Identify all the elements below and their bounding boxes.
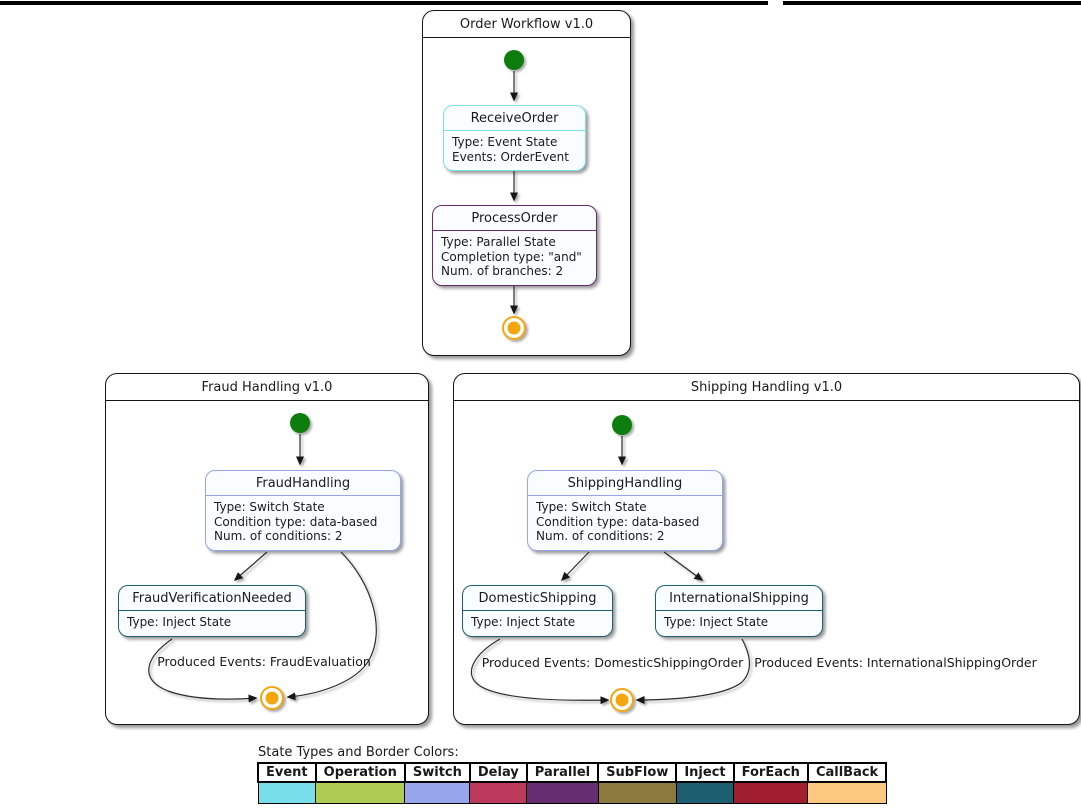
legend-header: ForEach <box>732 762 809 783</box>
state-detail: Condition type: data-based <box>214 514 378 529</box>
legend-header: Delay <box>468 762 528 783</box>
state-detail: Condition type: data-based <box>536 514 700 529</box>
state-detail: Type: Switch State <box>536 500 647 514</box>
state-detail: Events: OrderEvent <box>452 149 569 164</box>
workflow-title: Order Workflow v1.0 <box>423 11 630 38</box>
top-horizontal-rule-left <box>0 1 768 5</box>
legend-header: CallBack <box>806 762 888 783</box>
legend-swatch-delay <box>469 781 528 804</box>
legend-header: Event <box>257 762 317 783</box>
state-detail: Num. of conditions: 2 <box>214 529 343 543</box>
legend-swatch-inject <box>675 781 735 804</box>
state-shippinghandling: ShippingHandling Type: Switch State Cond… <box>527 470 723 551</box>
state-detail: Type: Inject State <box>664 615 769 629</box>
legend-header: Parallel <box>525 762 600 783</box>
legend-swatch-parallel <box>526 781 599 804</box>
legend-swatch-subflow <box>597 781 677 804</box>
state-detail: Num. of branches: 2 <box>441 264 564 278</box>
state-detail: Num. of conditions: 2 <box>536 529 665 543</box>
legend-swatch-callback <box>807 781 887 804</box>
legend-swatch-row <box>257 781 887 804</box>
legend-header: SubFlow <box>597 762 678 783</box>
legend-swatch-event <box>257 781 317 804</box>
workflow-box-order: Order Workflow v1.0 <box>422 10 631 356</box>
edge-label-fraudevaluation: Produced Events: FraudEvaluation <box>157 654 371 669</box>
workflow-title: Fraud Handling v1.0 <box>106 374 428 401</box>
legend-header: Operation <box>314 762 406 783</box>
state-title: InternationalShipping <box>669 591 809 606</box>
state-detail: Completion type: "and" <box>441 249 582 264</box>
workflow-title: Shipping Handling v1.0 <box>454 374 1079 401</box>
state-domesticshipping: DomesticShipping Type: Inject State <box>462 585 613 637</box>
state-title: ProcessOrder <box>471 211 558 226</box>
state-body: Type: Switch State Condition type: data-… <box>528 495 722 550</box>
state-receiveorder: ReceiveOrder Type: Event State Events: O… <box>443 105 586 171</box>
state-title: ReceiveOrder <box>470 111 559 126</box>
legend-swatch-operation <box>315 781 406 804</box>
state-detail: Type: Parallel State <box>441 235 556 249</box>
state-fraudverificationneeded: FraudVerificationNeeded Type: Inject Sta… <box>118 585 306 637</box>
legend-table: Event Operation Switch Delay Parallel Su… <box>257 762 888 804</box>
state-internationalshipping: InternationalShipping Type: Inject State <box>655 585 823 637</box>
legend-header: Switch <box>403 762 471 783</box>
state-title: FraudVerificationNeeded <box>132 591 292 606</box>
state-body: Type: Parallel State Completion type: "a… <box>433 230 596 285</box>
legend-swatch-switch <box>404 781 471 804</box>
state-detail: Type: Inject State <box>127 615 232 629</box>
state-detail: Type: Inject State <box>471 615 576 629</box>
state-detail: Type: Event State <box>452 135 558 149</box>
state-detail: Type: Switch State <box>214 500 325 514</box>
state-body: Type: Event State Events: OrderEvent <box>444 130 585 170</box>
state-title: DomesticShipping <box>478 591 597 606</box>
state-body: Type: Inject State <box>463 610 612 636</box>
edge-label-domesticshippingorder: Produced Events: DomesticShippingOrder <box>481 655 744 670</box>
top-horizontal-rule-right <box>783 1 1081 5</box>
edge-label-internationalshippingorder: Produced Events: InternationalShippingOr… <box>754 655 1037 670</box>
legend-header: Inject <box>675 762 735 783</box>
state-title: FraudHandling <box>255 476 351 491</box>
legend-caption: State Types and Border Colors: <box>258 745 459 760</box>
state-title: ShippingHandling <box>567 476 683 491</box>
state-processorder: ProcessOrder Type: Parallel State Comple… <box>432 205 597 286</box>
state-body: Type: Switch State Condition type: data-… <box>206 495 400 550</box>
legend-swatch-foreach <box>733 781 809 804</box>
state-body: Type: Inject State <box>119 610 305 636</box>
state-body: Type: Inject State <box>656 610 822 636</box>
state-fraudhandling: FraudHandling Type: Switch State Conditi… <box>205 470 401 551</box>
legend-header-row: Event Operation Switch Delay Parallel Su… <box>257 762 888 783</box>
